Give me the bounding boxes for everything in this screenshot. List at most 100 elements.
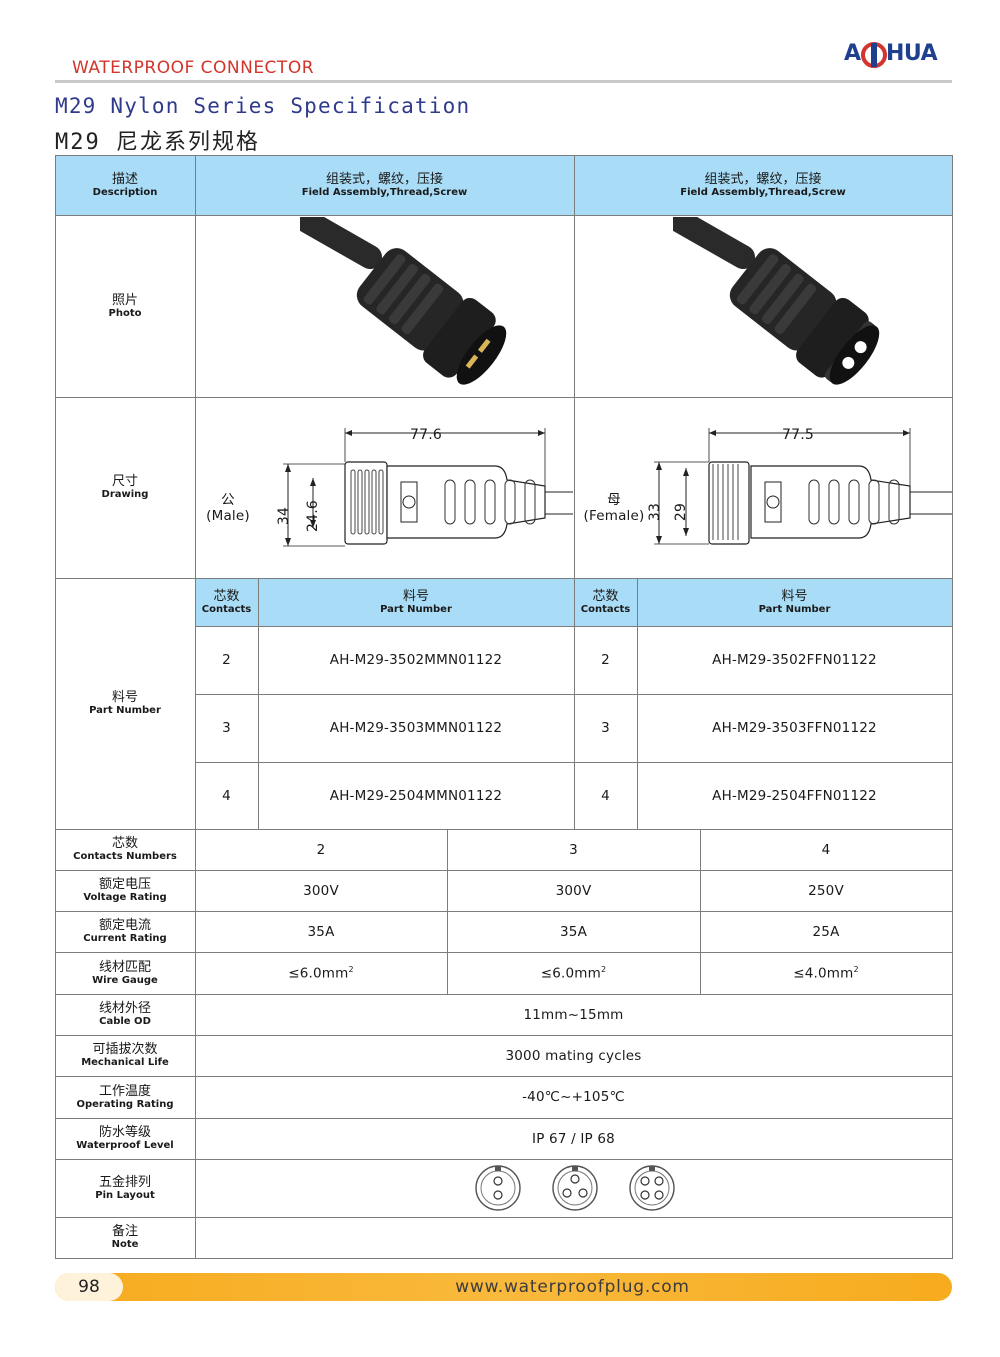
pin-layout-2-icon: [475, 1165, 521, 1211]
male-contacts-header-cn: 芯数: [213, 588, 240, 604]
voltage-value: 300V: [556, 883, 592, 899]
operating-value-cell: -40℃~+105℃: [195, 1076, 952, 1118]
grid-hline: [55, 1159, 953, 1160]
operating-label-cn: 工作温度: [98, 1083, 151, 1099]
female-drawing: [654, 428, 952, 545]
unit-superscript: 2: [853, 964, 859, 974]
contacts-numbers-label-en: Contacts Numbers: [73, 851, 177, 862]
waterproof-label-cn: 防水等级: [98, 1125, 151, 1140]
voltage-label-en: Voltage Rating: [83, 892, 167, 903]
contacts-numbers-value-text: 2: [316, 841, 326, 858]
female-connector-photo: [673, 217, 880, 385]
cable-od-label-en: Cable OD: [99, 1016, 151, 1027]
grid-hline: [55, 952, 953, 953]
male-outer-diameter: 34: [276, 506, 293, 526]
part-number-value: 2: [601, 652, 610, 668]
grid-vline: [258, 578, 259, 829]
grid-vline: [55, 155, 56, 1258]
part-number-cell: 3: [574, 694, 637, 762]
grid-hline: [195, 694, 952, 695]
male-part-number-header-cn: 料号: [402, 588, 429, 604]
grid-hline: [55, 215, 953, 216]
contacts-numbers-value-text: 3: [569, 841, 578, 858]
cable-od-value: 11mm~15mm: [523, 1006, 624, 1023]
voltage-value-text: 250V: [808, 882, 844, 899]
part-number-value: 4: [601, 787, 610, 804]
website-link[interactable]: www.waterproofplug.com: [455, 1277, 690, 1297]
part-number-cell: AH-M29-3503FFN01122: [637, 694, 952, 762]
grid-hline: [55, 397, 953, 398]
part-number-cell: AH-M29-3502MMN01122: [258, 626, 574, 694]
female-length-dimension: 77.5: [782, 427, 814, 443]
photo-label-cn: 照片: [111, 292, 138, 308]
part-number-value: AH-M29-3502FFN01122: [712, 652, 877, 668]
grid-vline: [447, 829, 448, 994]
cable-od-label-cn: 线材外径: [98, 1001, 151, 1016]
wire-gauge-value: ≤4.0mm2: [793, 965, 859, 982]
grid-hline: [55, 911, 953, 912]
waterproof-value-cell: IP 67 / IP 68: [195, 1118, 952, 1159]
drawing-label-cn: 尺寸: [111, 474, 138, 489]
grid-vline: [574, 155, 575, 829]
header-divider: [55, 80, 952, 83]
part-number-value: 3: [601, 720, 610, 736]
wire-gauge-value-text: ≤6.0mm: [288, 965, 349, 982]
grid-hline: [195, 762, 952, 763]
grid-vline: [195, 155, 196, 1258]
grid-hline: [195, 626, 952, 627]
male-drawing: [283, 428, 573, 547]
contacts-numbers-value: 2: [317, 842, 326, 858]
part-number-label-cn: 料号: [111, 690, 138, 705]
mechanical-life-label-en: Mechanical Life: [81, 1057, 169, 1068]
grid-hline: [55, 1118, 953, 1119]
current-value: 25A: [812, 924, 839, 940]
wire-gauge-label-en: Wire Gauge: [92, 974, 158, 986]
description-label-en: Description: [92, 186, 158, 198]
wire-gauge-label-cn: 线材匹配: [98, 959, 151, 975]
grid-hline: [55, 1076, 953, 1077]
logo-text-a: A: [844, 41, 861, 66]
wire-gauge-value-cell: ≤6.0mm2: [447, 952, 700, 994]
category-title: WATERPROOF CONNECTOR: [72, 58, 315, 78]
note-label-cn: 备注: [111, 1224, 138, 1239]
part-number-cell: AH-M29-2504FFN01122: [637, 762, 952, 829]
current-value: 35A: [560, 924, 587, 940]
current-value-cell: 35A: [447, 911, 700, 952]
male-contacts-header-en: Contacts: [201, 603, 252, 615]
male-inner-diameter: 24.6: [304, 500, 321, 532]
page-title-cn: M29 尼龙系列规格: [55, 130, 260, 155]
wire-gauge-value-cell: ≤6.0mm2: [195, 952, 447, 994]
female-part-number-header-cn: 料号: [781, 588, 808, 604]
mechanical-life-value-cell: 3000 mating cycles: [195, 1035, 952, 1076]
part-number-cell: AH-M29-3503MMN01122: [258, 694, 574, 762]
female-contacts-header-en: Contacts: [580, 603, 631, 615]
part-number-value: 4: [222, 787, 231, 804]
wire-gauge-value-cell: ≤4.0mm2: [700, 952, 952, 994]
voltage-value-text: 300V: [303, 882, 339, 899]
male-connector-photo: [300, 217, 507, 385]
grid-hline: [55, 578, 953, 579]
female-part-number-header-en: Part Number: [758, 603, 831, 615]
waterproof-value: IP 67 / IP 68: [532, 1130, 615, 1147]
female-gender-label: 母(Female): [576, 486, 652, 526]
current-value-text: 35A: [307, 923, 335, 940]
pin-layout-3-icon: [552, 1165, 598, 1211]
wire-gauge-value-text: ≤4.0mm: [793, 965, 854, 982]
part-number-value: 2: [222, 652, 231, 668]
logo-mark-icon: [861, 42, 887, 68]
mechanical-life-value: 3000 mating cycles: [505, 1047, 642, 1064]
description-female-en: Field Assembly,Thread,Screw: [680, 186, 846, 198]
male-length-dimension: 77.6: [410, 427, 442, 443]
cable-od-value-cell: 11mm~15mm: [195, 994, 952, 1035]
female-contacts-header-cn: 芯数: [592, 588, 619, 604]
brand-logo: A HUA: [844, 38, 939, 72]
current-label-en: Current Rating: [83, 933, 167, 944]
